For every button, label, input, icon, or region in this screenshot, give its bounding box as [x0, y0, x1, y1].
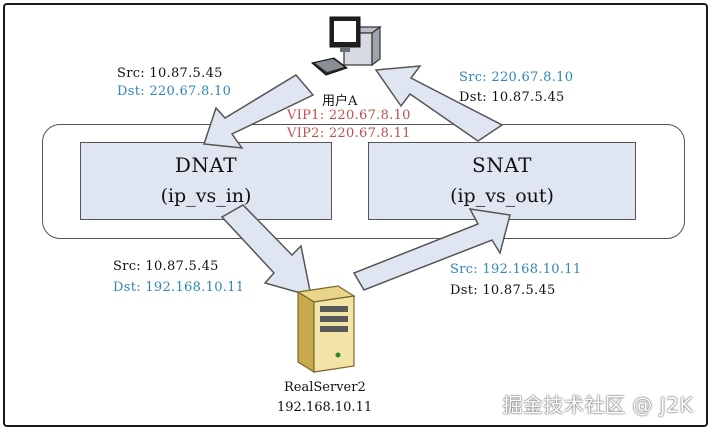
- server-icon: [296, 285, 356, 374]
- client-label: 用户A: [322, 94, 358, 109]
- response-arrow-back: [352, 208, 511, 291]
- request-forward-src: Src: 10.87.5.45: [113, 259, 219, 274]
- request-arrow-forward: [220, 204, 312, 298]
- snat-subtitle: (ip_vs_out): [450, 185, 554, 207]
- request-in-src: Src: 10.87.5.45: [117, 66, 223, 81]
- vip2-label: VIP2: 220.67.8.11: [287, 126, 411, 141]
- dnat-title: DNAT: [174, 153, 238, 177]
- vip1-label: VIP1: 220.67.8.10: [287, 108, 411, 123]
- snat-box: SNAT (ip_vs_out): [368, 142, 636, 220]
- response-out-dst: Dst: 10.87.5.45: [459, 90, 565, 105]
- dnat-subtitle: (ip_vs_in): [160, 185, 252, 207]
- dnat-box: DNAT (ip_vs_in): [80, 142, 332, 220]
- response-back-src: Src: 192.168.10.11: [450, 262, 582, 277]
- server-name: RealServer2: [284, 380, 366, 395]
- response-arrow-out: [374, 65, 504, 142]
- server-ip: 192.168.10.11: [277, 400, 373, 415]
- computer-icon: [310, 16, 382, 76]
- watermark: 掘金技术社区 @ J2K: [502, 393, 693, 417]
- snat-title: SNAT: [472, 153, 532, 177]
- request-forward-dst: Dst: 192.168.10.11: [113, 280, 245, 295]
- response-out-src: Src: 220.67.8.10: [459, 70, 574, 85]
- request-arrow-in: [202, 74, 315, 149]
- request-in-dst: Dst: 220.67.8.10: [117, 84, 232, 99]
- response-back-dst: Dst: 10.87.5.45: [450, 283, 556, 298]
